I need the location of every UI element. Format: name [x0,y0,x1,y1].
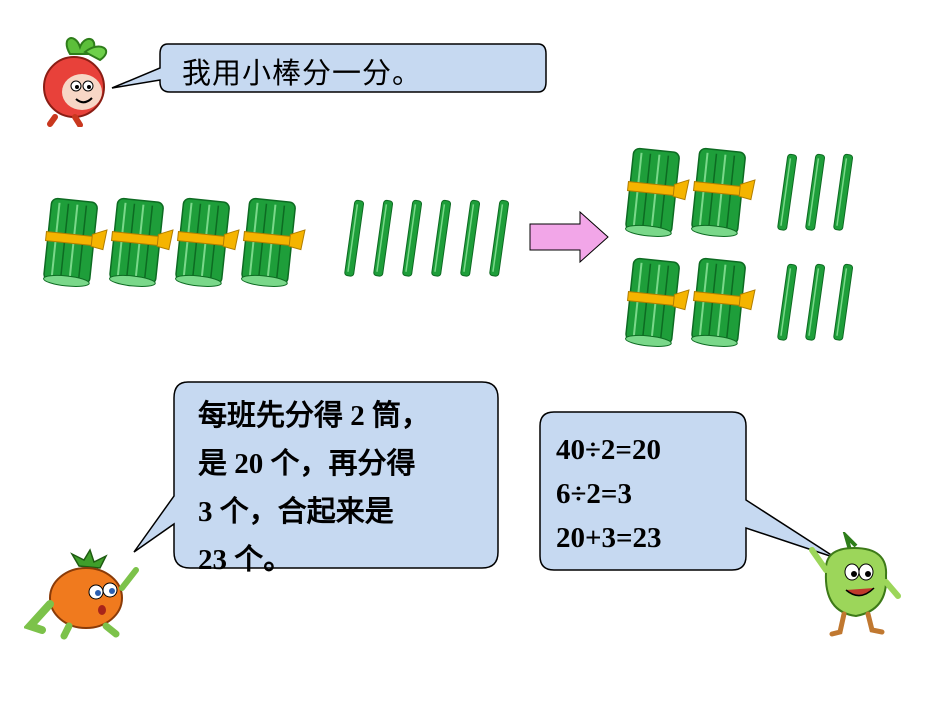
single-stick [488,199,510,278]
single-stick [459,199,481,278]
radish-character-icon [43,37,108,127]
stick-bundle [622,256,693,351]
single-stick [343,199,365,278]
single-stick [776,263,798,342]
stick-bundle [688,256,759,351]
single-stick [776,153,798,232]
speech-left-text: 每班先分得 2 筒， 是 20 个，再分得 3 个，合起来是 23 个。 [198,392,488,584]
single-stick [832,153,854,232]
speech-left-line: 是 20 个，再分得 [198,448,416,480]
right-arrow-icon [529,210,609,264]
stick-bundle [106,196,177,291]
stick-bundle [622,146,693,241]
speech-top-text: 我用小棒分一分。 [182,58,423,90]
stick-bundle [688,146,759,241]
single-stick [804,263,826,342]
single-stick [401,199,423,278]
single-stick [372,199,394,278]
speech-bubble-top [111,43,547,93]
single-stick [430,199,452,278]
stick-bundle [172,196,243,291]
single-stick [832,263,854,342]
sticks-illustration [40,146,854,351]
tomato-character-icon [24,548,139,640]
pepper-character-icon [809,532,901,637]
speech-left-line: 3 个，合起来是 [198,496,394,528]
speech-bubble-left [133,381,499,569]
equation-line: 40÷2=20 [556,434,661,466]
equation-line: 20+3=23 [556,522,662,554]
equation-line: 6÷2=3 [556,478,632,510]
speech-right-text: 40÷2=20 6÷2=3 20+3=23 [556,428,662,560]
speech-bubble-right [539,411,837,571]
single-stick [804,153,826,232]
speech-left-line: 23 个。 [198,544,293,576]
speech-left-line: 每班先分得 2 筒， [198,400,431,432]
stick-bundle [40,196,111,291]
stick-bundle [238,196,309,291]
